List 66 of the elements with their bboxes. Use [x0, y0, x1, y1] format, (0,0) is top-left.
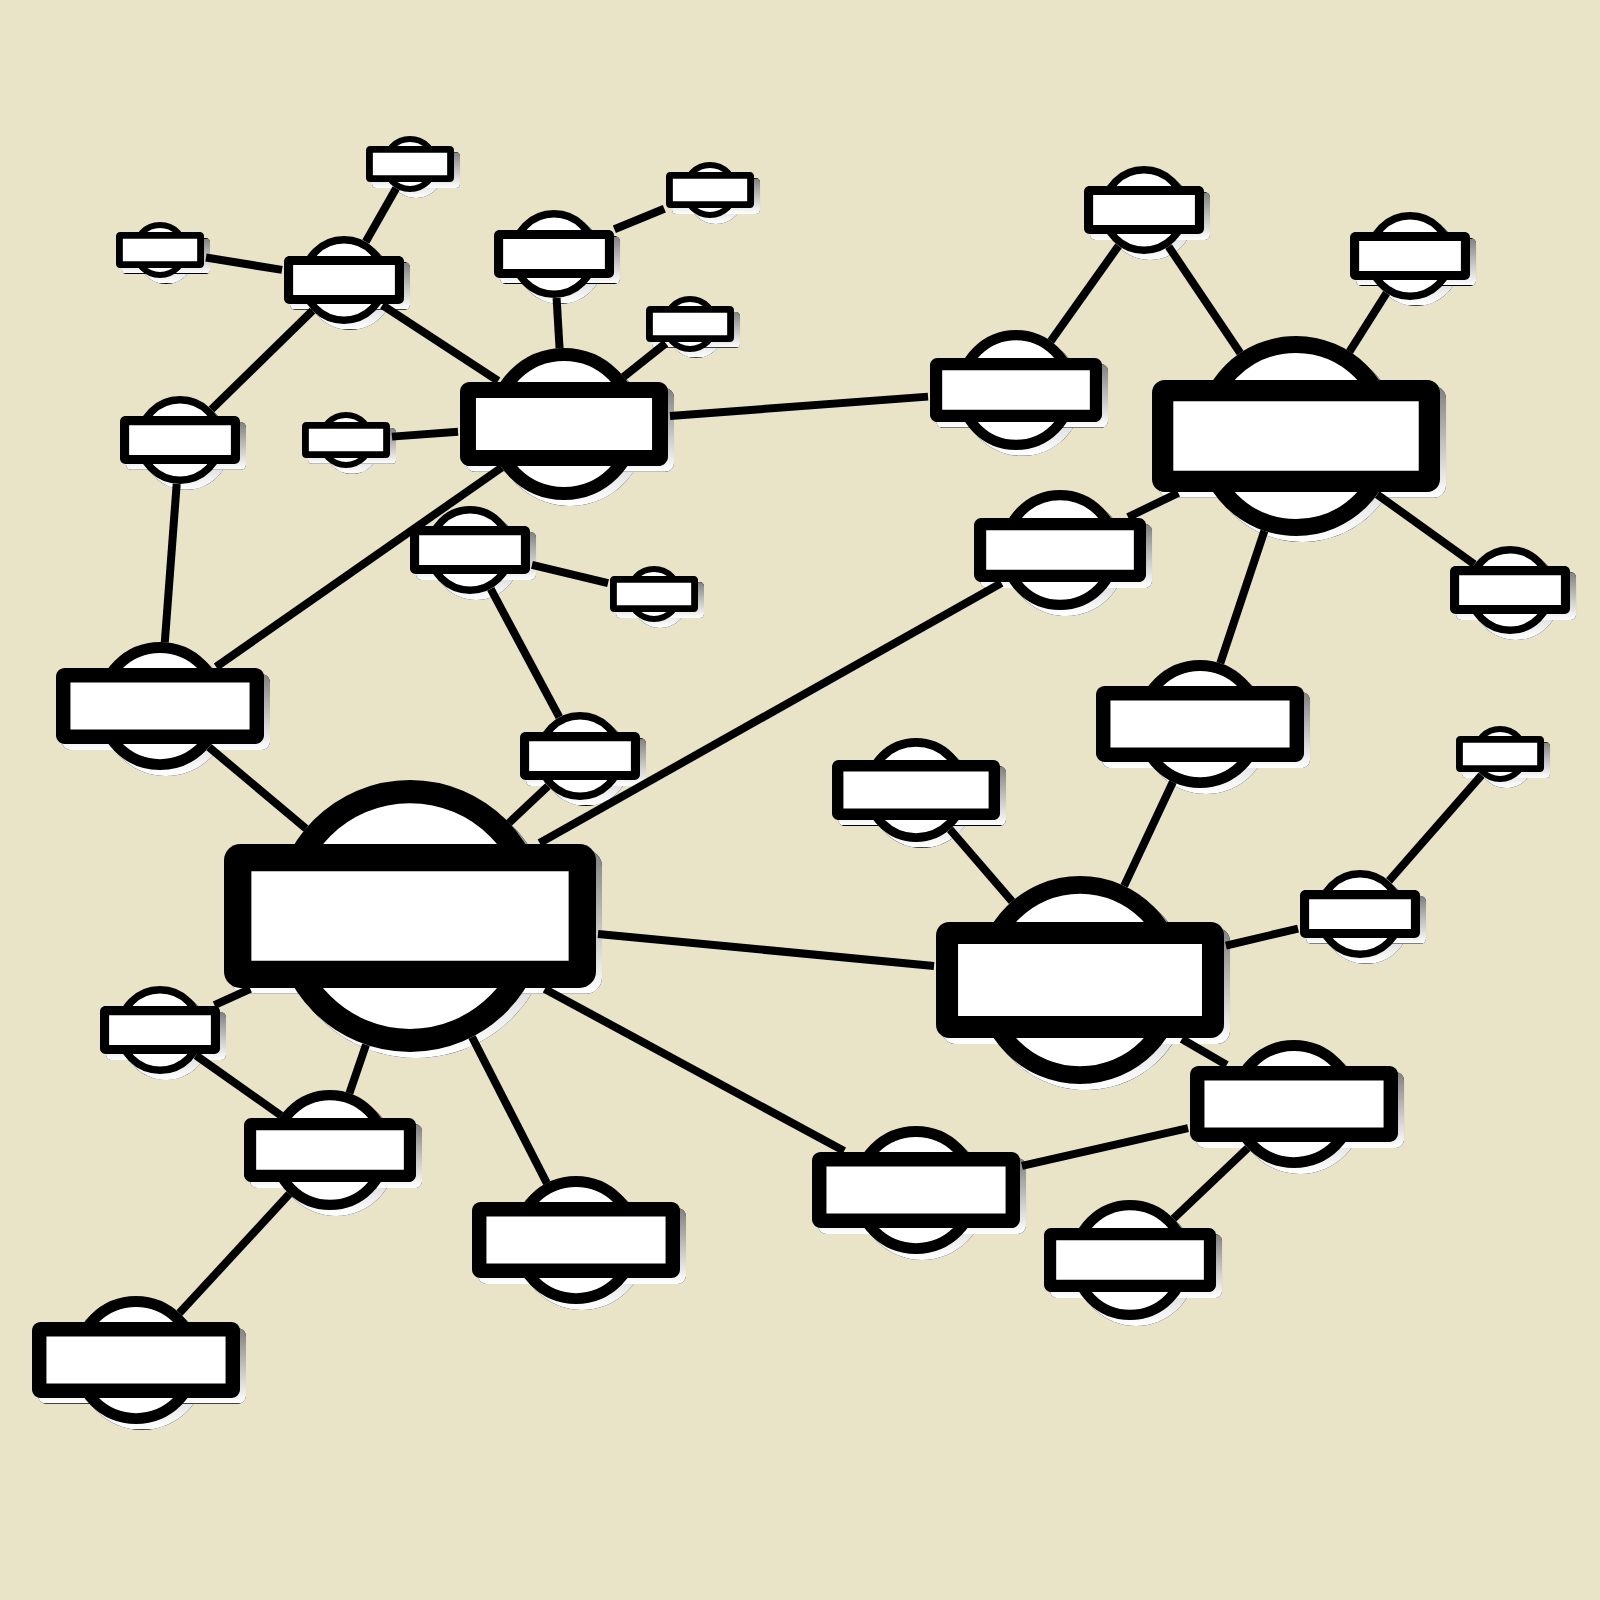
connector-line: [1374, 491, 1477, 568]
connector-line: [176, 1191, 293, 1316]
roundel-node: [930, 330, 1108, 456]
roundel-node: [56, 642, 270, 776]
connector-line: [1346, 291, 1390, 354]
roundel-node: [646, 296, 740, 358]
roundel-node: [366, 136, 460, 198]
connector-line: [946, 826, 1016, 904]
roundel-node: [812, 1126, 1026, 1260]
connector-line: [160, 483, 181, 643]
connector-line: [1225, 924, 1299, 950]
connector-line: [208, 307, 316, 413]
connector-line: [542, 985, 846, 1155]
roundel-node: [974, 490, 1152, 616]
roundel-node: [1456, 726, 1550, 788]
connector-line: [552, 297, 564, 349]
roundel-node: [460, 348, 674, 506]
roundel-node: [120, 396, 246, 490]
connector-line: [206, 744, 309, 832]
connector-line: [531, 560, 609, 587]
roundel-node: [100, 986, 226, 1080]
connector-line: [1179, 1035, 1229, 1069]
connector-line: [669, 392, 929, 420]
roundel-node: [666, 162, 760, 224]
connector-line: [1165, 244, 1244, 356]
connector-line: [1021, 1124, 1189, 1170]
roundel-node: [1350, 212, 1476, 306]
connector-line: [621, 340, 669, 380]
roundel-node: [116, 222, 210, 284]
roundel-node: [224, 780, 602, 1058]
connector-line: [212, 985, 252, 1009]
connector-line: [487, 586, 563, 720]
connector-line: [380, 301, 501, 385]
connector-line: [1120, 780, 1177, 888]
roundel-node: [284, 236, 410, 330]
roundel-node: [1044, 1200, 1222, 1326]
connector-line: [205, 253, 283, 274]
roundel-node: [244, 1090, 422, 1216]
connector-line: [1170, 1145, 1251, 1222]
connector-line: [391, 427, 459, 441]
roundel-node: [1084, 166, 1210, 260]
roundel-node: [302, 412, 396, 474]
roundel-node: [936, 876, 1230, 1090]
roundel-node: [610, 566, 704, 628]
connector-line: [537, 579, 1004, 847]
roundel-node: [520, 712, 646, 806]
connector-line: [1047, 243, 1122, 344]
roundel-node: [472, 1176, 686, 1310]
connector-line: [345, 1043, 370, 1095]
connector-line: [597, 930, 935, 971]
connector-line: [506, 783, 551, 826]
roundel-node: [1300, 870, 1426, 964]
connector-line: [1216, 529, 1269, 665]
roundel-node: [32, 1296, 246, 1430]
connector-line: [468, 1035, 551, 1185]
roundel-node: [1096, 660, 1310, 794]
connector-line: [193, 1052, 284, 1119]
roundel-node: [1450, 546, 1576, 640]
connector-line: [612, 205, 666, 233]
connector-line: [1126, 489, 1181, 521]
roundel-node: [832, 738, 1006, 848]
connector-line: [213, 464, 504, 671]
roundel-node: [1152, 336, 1446, 542]
roundel-node: [1190, 1040, 1404, 1174]
roundel-node: [494, 210, 620, 304]
roundel-node: [410, 506, 536, 600]
